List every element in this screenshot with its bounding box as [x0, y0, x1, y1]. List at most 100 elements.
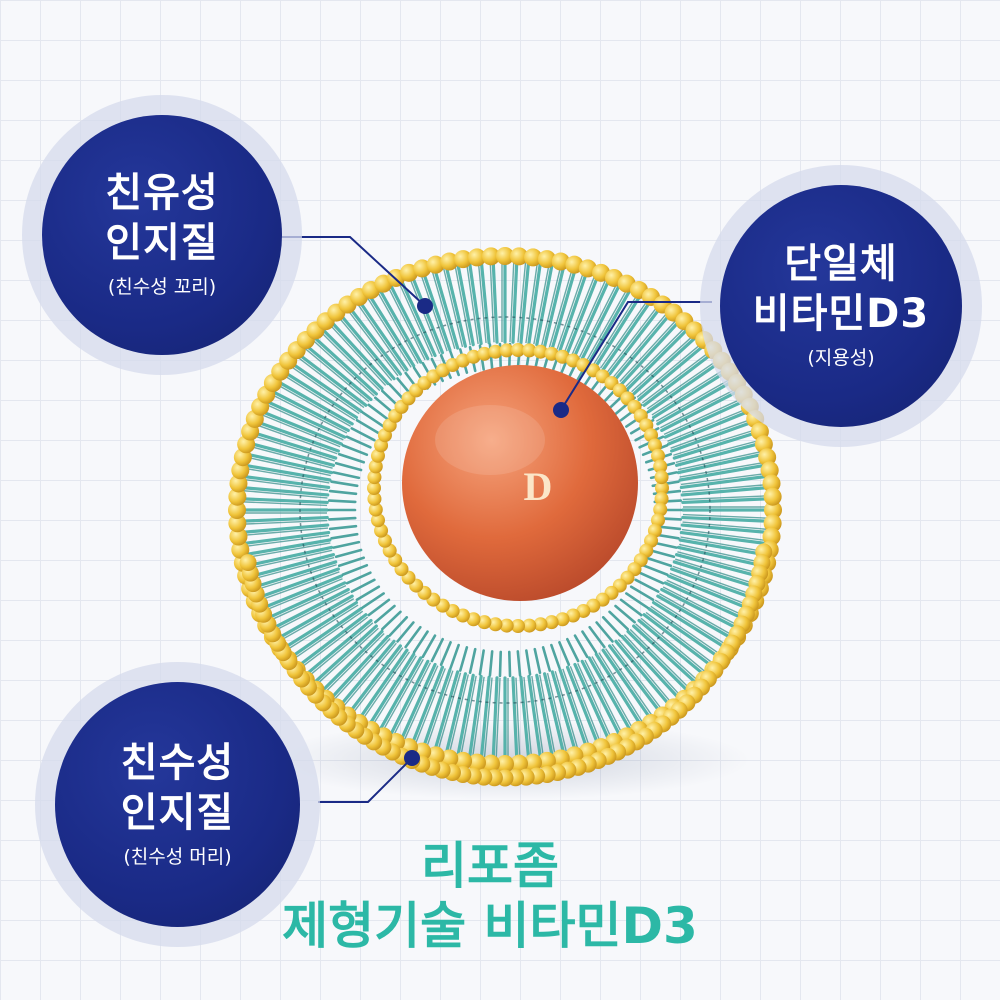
tail-strand	[662, 586, 738, 626]
tail-strand	[578, 284, 617, 358]
head-bead	[522, 618, 537, 633]
tail-strand	[250, 553, 336, 578]
tail-strand	[604, 648, 653, 716]
tail-strand	[619, 598, 643, 617]
tail-strand	[601, 648, 651, 719]
tail-strand	[369, 295, 416, 368]
tail-strand	[281, 598, 355, 641]
head-bead	[551, 252, 570, 271]
tail-strand	[656, 381, 732, 426]
head-bead	[466, 612, 481, 627]
tail-strand	[331, 634, 390, 699]
tail-strand	[675, 558, 756, 585]
tail-strand	[634, 578, 660, 593]
tail-strand	[681, 497, 769, 505]
head-bead	[228, 487, 247, 506]
tail-strand	[629, 628, 689, 688]
tail-strand	[245, 534, 330, 547]
tail-strand	[650, 605, 720, 654]
head-bead	[544, 615, 559, 630]
tail-strand	[317, 627, 379, 685]
tail-strand	[645, 611, 713, 663]
tail-strand	[329, 324, 387, 386]
head-bead	[763, 514, 782, 533]
tail-strand	[412, 630, 429, 654]
head-bead	[477, 346, 492, 361]
head-bead	[499, 618, 514, 633]
tail-strand	[663, 400, 743, 439]
tail-strand	[388, 616, 409, 637]
tail-strand	[672, 565, 752, 595]
leader-lines	[280, 236, 712, 803]
head-bead	[455, 353, 470, 368]
tail-strand	[655, 379, 729, 422]
tail-strand	[247, 542, 331, 558]
tail-strand	[454, 266, 471, 346]
tail-strand	[632, 337, 696, 396]
caption: 리포좀 제형기술 비타민D3	[230, 836, 750, 956]
head-bead	[764, 501, 782, 519]
bilayer-midline	[299, 316, 711, 704]
tail-strand	[334, 461, 363, 472]
tail-strand	[298, 613, 368, 667]
tail-strand	[637, 618, 704, 675]
tail-strand	[409, 278, 441, 355]
tail-strand	[631, 335, 693, 393]
tail-strand	[550, 670, 577, 751]
leader-line-monomer	[560, 301, 712, 411]
head-bead	[496, 247, 514, 265]
tail-strand	[594, 295, 641, 368]
tail-strand	[580, 284, 621, 361]
tail-strand	[641, 563, 669, 576]
tail-strand	[614, 604, 636, 624]
tail-strand	[595, 621, 614, 643]
tail-strand	[449, 643, 460, 670]
tail-strand	[588, 625, 606, 649]
tail-strand	[647, 362, 719, 413]
tail-strand	[313, 340, 375, 397]
tail-strand	[620, 634, 679, 699]
core-highlight	[435, 405, 545, 475]
tail-strand	[606, 307, 658, 373]
tail-strand	[415, 668, 446, 744]
tail-strand	[327, 499, 357, 504]
head-bead	[481, 754, 500, 773]
label-sub: (친수성 꼬리)	[107, 276, 217, 298]
tail-strand	[389, 659, 430, 736]
tail-strand	[654, 599, 726, 645]
tail-strand	[527, 262, 542, 346]
tail-strand	[254, 431, 338, 460]
tail-strand	[245, 538, 332, 556]
tail-strand	[345, 571, 372, 585]
label-sub: (친수성 머리)	[123, 845, 232, 868]
tail-strand	[331, 321, 390, 386]
tail-strand	[594, 652, 641, 725]
tail-strand	[242, 486, 330, 497]
tail-strand	[244, 478, 329, 492]
tail-strand	[623, 634, 681, 696]
tail-strand	[272, 394, 348, 434]
tail-strand	[641, 352, 709, 404]
tail-strand	[531, 675, 544, 756]
tail-strand	[258, 421, 340, 453]
tail-strand	[341, 563, 369, 576]
tail-strand	[620, 321, 679, 386]
tail-strand	[242, 523, 330, 534]
outer-tail-layer	[241, 260, 769, 760]
label-line: 인지질	[105, 220, 219, 266]
tail-strand	[278, 384, 352, 428]
tail-strand	[248, 457, 331, 477]
tail-strand	[338, 317, 393, 381]
tail-strand	[670, 567, 752, 599]
tail-strand	[400, 280, 437, 358]
tail-strand	[608, 610, 629, 631]
vitamin-d-core	[402, 365, 638, 601]
outer-head-layer	[228, 247, 782, 787]
tail-strand	[660, 389, 735, 429]
tail-strand	[433, 670, 460, 751]
tail-strand	[479, 261, 491, 345]
tail-strand	[637, 345, 704, 402]
tail-strand	[676, 453, 763, 475]
tail-strand	[511, 676, 519, 760]
tail-strand	[535, 264, 554, 347]
